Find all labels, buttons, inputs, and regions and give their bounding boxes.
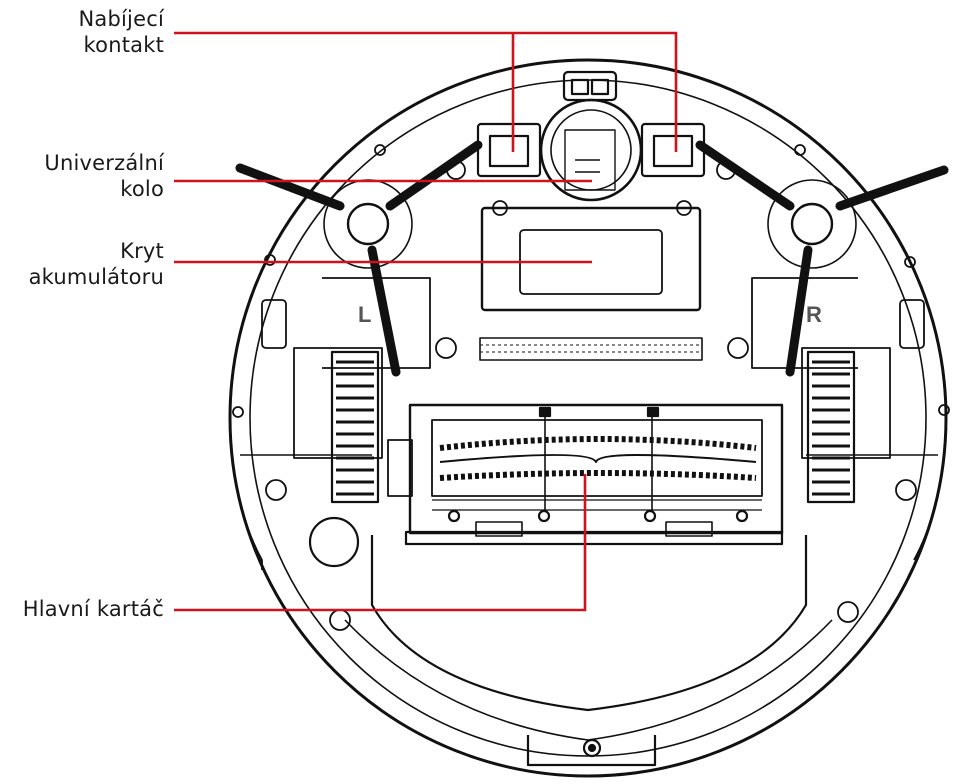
label-battery-cover-line1: Kryt [120,239,164,263]
leader-main-brush [174,474,587,612]
label-main-brush-line1: Hlavní kartáč [22,597,164,621]
label-battery-cover: Kryt akumulátoru [29,238,164,290]
round-sensor [308,516,360,568]
leader-lines [174,31,678,612]
dust-bin-cover [370,535,808,712]
brush-cover-frame [404,530,784,546]
vent-grille [479,337,703,361]
drive-wheel-left [293,347,383,504]
label-main-brush: Hlavní kartáč [23,596,164,622]
label-battery-cover-line2: akumulátoru [28,265,164,289]
wheel-mark-right: R [806,302,822,327]
charging-contact-left [476,122,542,178]
label-universal-wheel: Univerzální kolo [44,150,164,202]
bumper-curve [231,459,263,570]
wheel-mark-left: L [358,302,371,327]
screws [232,144,950,631]
drive-wheel-right [801,347,891,504]
side-brush-right [695,140,949,377]
bottom-tab [526,735,657,767]
label-universal-wheel-line1: Univerzální [44,151,164,175]
robot-body-outline [228,58,948,778]
label-charging-contact-line2: kontakt [83,33,164,57]
charging-contact-right [640,122,706,178]
universal-wheel-housing [539,98,643,202]
battery-cover [480,206,702,312]
label-universal-wheel-line2: kolo [120,177,164,201]
label-charging-contact-line1: Nabíjecí [78,7,164,31]
label-charging-contact: Nabíjecí kontakt [79,6,164,58]
leader-charging-contact [174,31,678,152]
side-brush-left [235,140,483,377]
